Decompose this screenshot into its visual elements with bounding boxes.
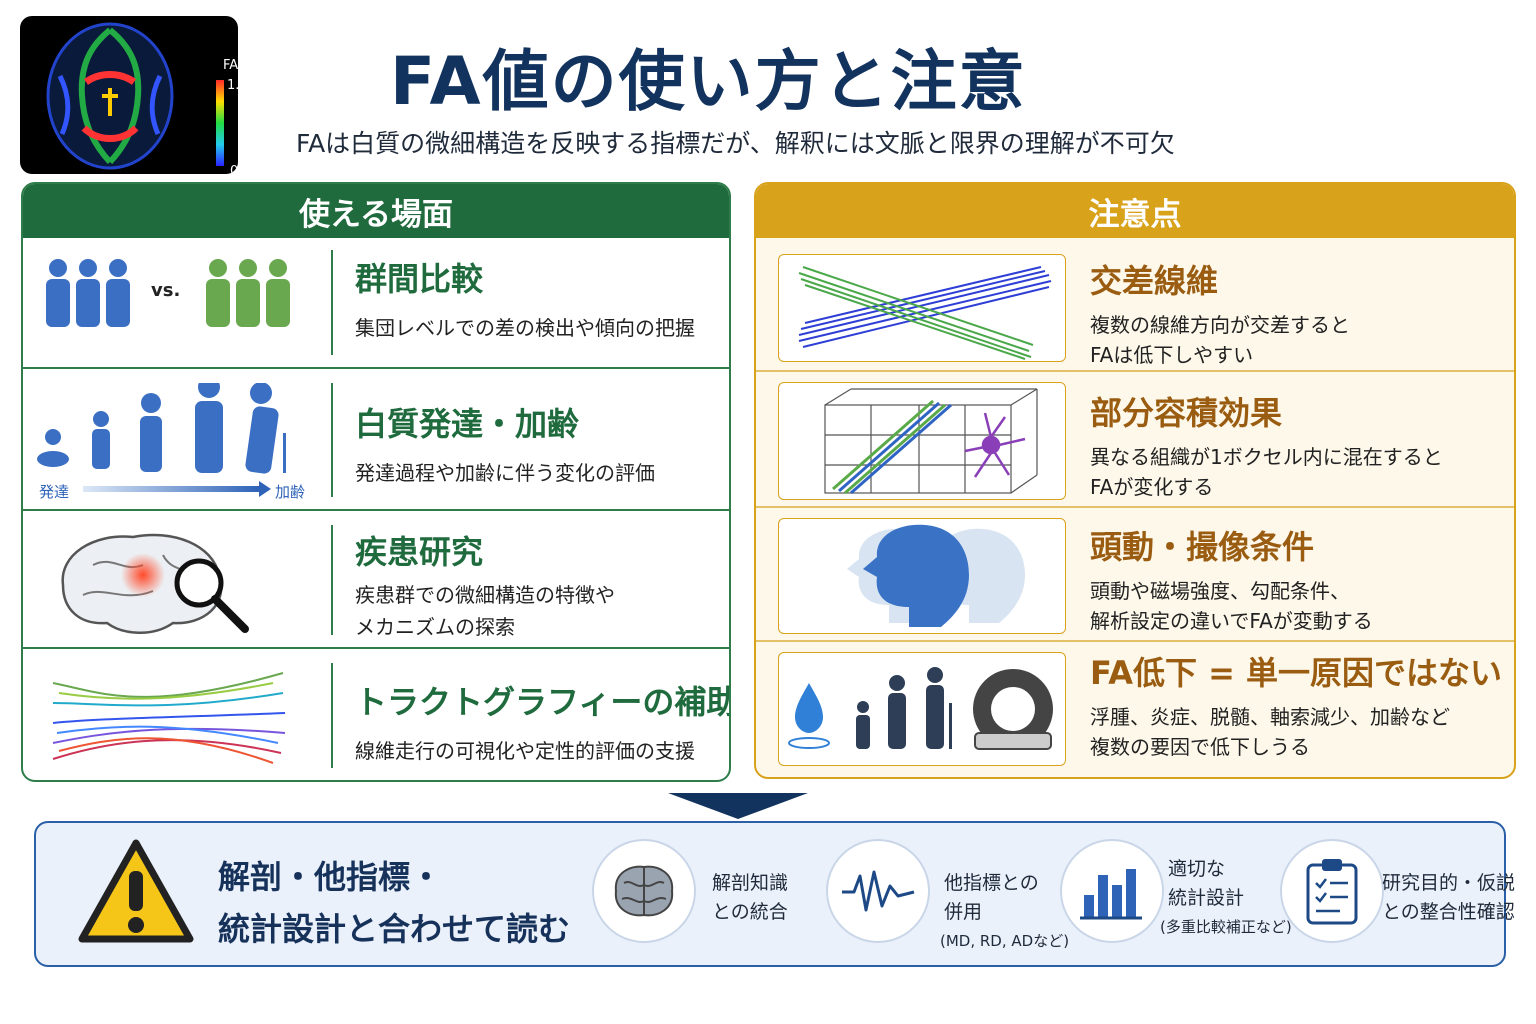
summary-label-note: (多重比較補正など) (1160, 918, 1292, 936)
caution-desc-line: 頭動や磁場強度、勾配条件、 (1090, 579, 1350, 603)
lifespan-icon: 発達 加齢 (23, 376, 333, 501)
caution-item-crossing-fibers: 交差線維 複数の線維方向が交差すると FAは低下しやすい (756, 238, 1514, 372)
tractography-icon (23, 663, 333, 768)
caution-desc-line: 複数の要因で低下しうる (1090, 735, 1310, 759)
caution-title: 頭動・撮像条件 (1090, 528, 1315, 566)
caution-desc-line: FAは低下しやすい (1090, 343, 1254, 367)
summary-item-hypothesis (1280, 839, 1384, 943)
summary-label-line: 統計設計 (1168, 887, 1245, 909)
caution-title: FA低下 = 単一原因ではない (1090, 654, 1503, 692)
lifespan-from-label: 発達 (39, 483, 70, 501)
summary-item-statistics (1060, 839, 1164, 943)
waveform-icon (842, 870, 915, 912)
use-title: 群間比較 (355, 260, 484, 298)
multiple-causes-icon (778, 652, 1066, 766)
vs-label: vs. (151, 280, 181, 301)
summary-line: 解剖・他指標・ (218, 858, 443, 896)
use-desc-line: 疾患群での微細構造の特徴や (355, 583, 615, 607)
use-item-development-aging: 発達 加齢 白質発達・加齢 発達過程や加齢に伴う変化の評価 (23, 371, 729, 511)
use-title: トラクトグラフィーの補助 (355, 683, 731, 721)
crossing-fibers-icon (778, 254, 1066, 362)
fa-brain-map-icon (46, 22, 224, 170)
fa-map-thumbnail: FA 1.0 0 (20, 16, 238, 174)
warning-icon (78, 839, 194, 943)
use-title: 白質発達・加齢 (355, 405, 580, 443)
cautions-panel: 注意点 交差線維 複数の線維方向が交差すると FAは低下しやすい (754, 182, 1516, 779)
use-item-tractography: トラクトグラフィーの補助 線維走行の可視化や定性的評価の支援 (23, 651, 729, 780)
summary-label-statistics: 適切な 統計設計 (多重比較補正など) (1160, 855, 1292, 942)
fa-colorbar-max: 1.0 (227, 78, 238, 93)
caution-title: 交差線維 (1090, 262, 1219, 300)
cautions-heading: 注意点 (756, 184, 1514, 238)
brain-magnifier-icon (23, 525, 333, 635)
summary-label-hypothesis: 研究目的・仮説 との整合性確認 (1382, 869, 1515, 927)
down-arrow-icon (668, 793, 808, 819)
fa-colorbar-label: FA (223, 58, 238, 73)
summary-item-anatomy (592, 839, 696, 943)
use-desc: 集団レベルでの差の検出や傾向の把握 (355, 316, 695, 340)
use-item-disease-research: 疾患研究 疾患群での微細構造の特徴や メカニズムの探索 (23, 513, 729, 649)
summary-box: 解剖・他指標・ 統計設計と合わせて読む 解剖知識 との統合 他指標との 併用 (… (34, 821, 1515, 967)
summary-line: 統計設計と合わせて読む (218, 910, 571, 948)
page-title: FA値の使い方と注意 (390, 43, 1027, 120)
summary-label-line: 解剖知識 (712, 872, 789, 894)
bar-chart-icon (1080, 869, 1142, 920)
caution-desc-line: 複数の線維方向が交差すると (1090, 313, 1350, 337)
use-desc: 線維走行の可視化や定性的評価の支援 (355, 739, 695, 763)
caution-desc-line: FAが変化する (1090, 475, 1214, 499)
summary-label-anatomy: 解剖知識 との統合 (712, 869, 788, 927)
summary-label-line: 他指標との (944, 872, 1039, 894)
use-item-group-comparison: vs. 群間比較 集団レベルでの差の検出や傾向の把握 (23, 238, 729, 369)
caution-desc-line: 解析設定の違いでFAが変動する (1090, 609, 1373, 633)
fa-colorbar-min: 0 (230, 164, 238, 174)
summary-label-line: との統合 (712, 901, 788, 923)
summary-main-text: 解剖・他指標・ 統計設計と合わせて読む (218, 851, 570, 955)
page-subtitle: FAは白質の微細構造を反映する指標だが、解釈には文脈と限界の理解が不可欠 (296, 129, 1175, 158)
brain-icon (614, 865, 674, 917)
head-motion-icon (778, 518, 1066, 634)
use-desc: 発達過程や加齢に伴う変化の評価 (355, 461, 655, 485)
caution-title: 部分容積効果 (1090, 394, 1283, 432)
summary-label-line: 併用 (944, 901, 983, 923)
summary-label-note: (MD, RD, ADなど) (940, 932, 1070, 950)
caution-desc-line: 異なる組織が1ボクセル内に混在すると (1090, 445, 1443, 469)
voxel-grid-icon (778, 382, 1066, 500)
summary-label-line: との整合性確認 (1382, 901, 1515, 923)
uses-heading: 使える場面 (23, 184, 729, 238)
summary-item-other-metrics (826, 839, 930, 943)
caution-desc-line: 浮腫、炎症、脱髄、軸索減少、加齢など (1090, 705, 1450, 729)
group-comparison-icon: vs. (23, 250, 333, 355)
use-title: 疾患研究 (355, 533, 484, 571)
summary-label-line: 研究目的・仮説 (1382, 872, 1516, 894)
caution-item-head-motion: 頭動・撮像条件 頭動や磁場強度、勾配条件、 解析設定の違いでFAが変動する (756, 510, 1514, 642)
clipboard-icon (1306, 859, 1358, 925)
summary-label-line: 適切な (1168, 858, 1226, 880)
summary-label-other-metrics: 他指標との 併用 (MD, RD, ADなど) (940, 869, 1069, 956)
use-desc-line: メカニズムの探索 (355, 615, 515, 639)
lifespan-to-label: 加齢 (275, 483, 306, 501)
caution-item-multiple-causes: FA低下 = 単一原因ではない 浮腫、炎症、脱髄、軸索減少、加齢など 複数の要因… (756, 644, 1514, 777)
uses-panel: 使える場面 vs. 群間比較 集団レベルでの差の検出や傾向の把握 (21, 182, 731, 782)
caution-item-partial-volume: 部分容積効果 異なる組織が1ボクセル内に混在すると FAが変化する (756, 374, 1514, 508)
